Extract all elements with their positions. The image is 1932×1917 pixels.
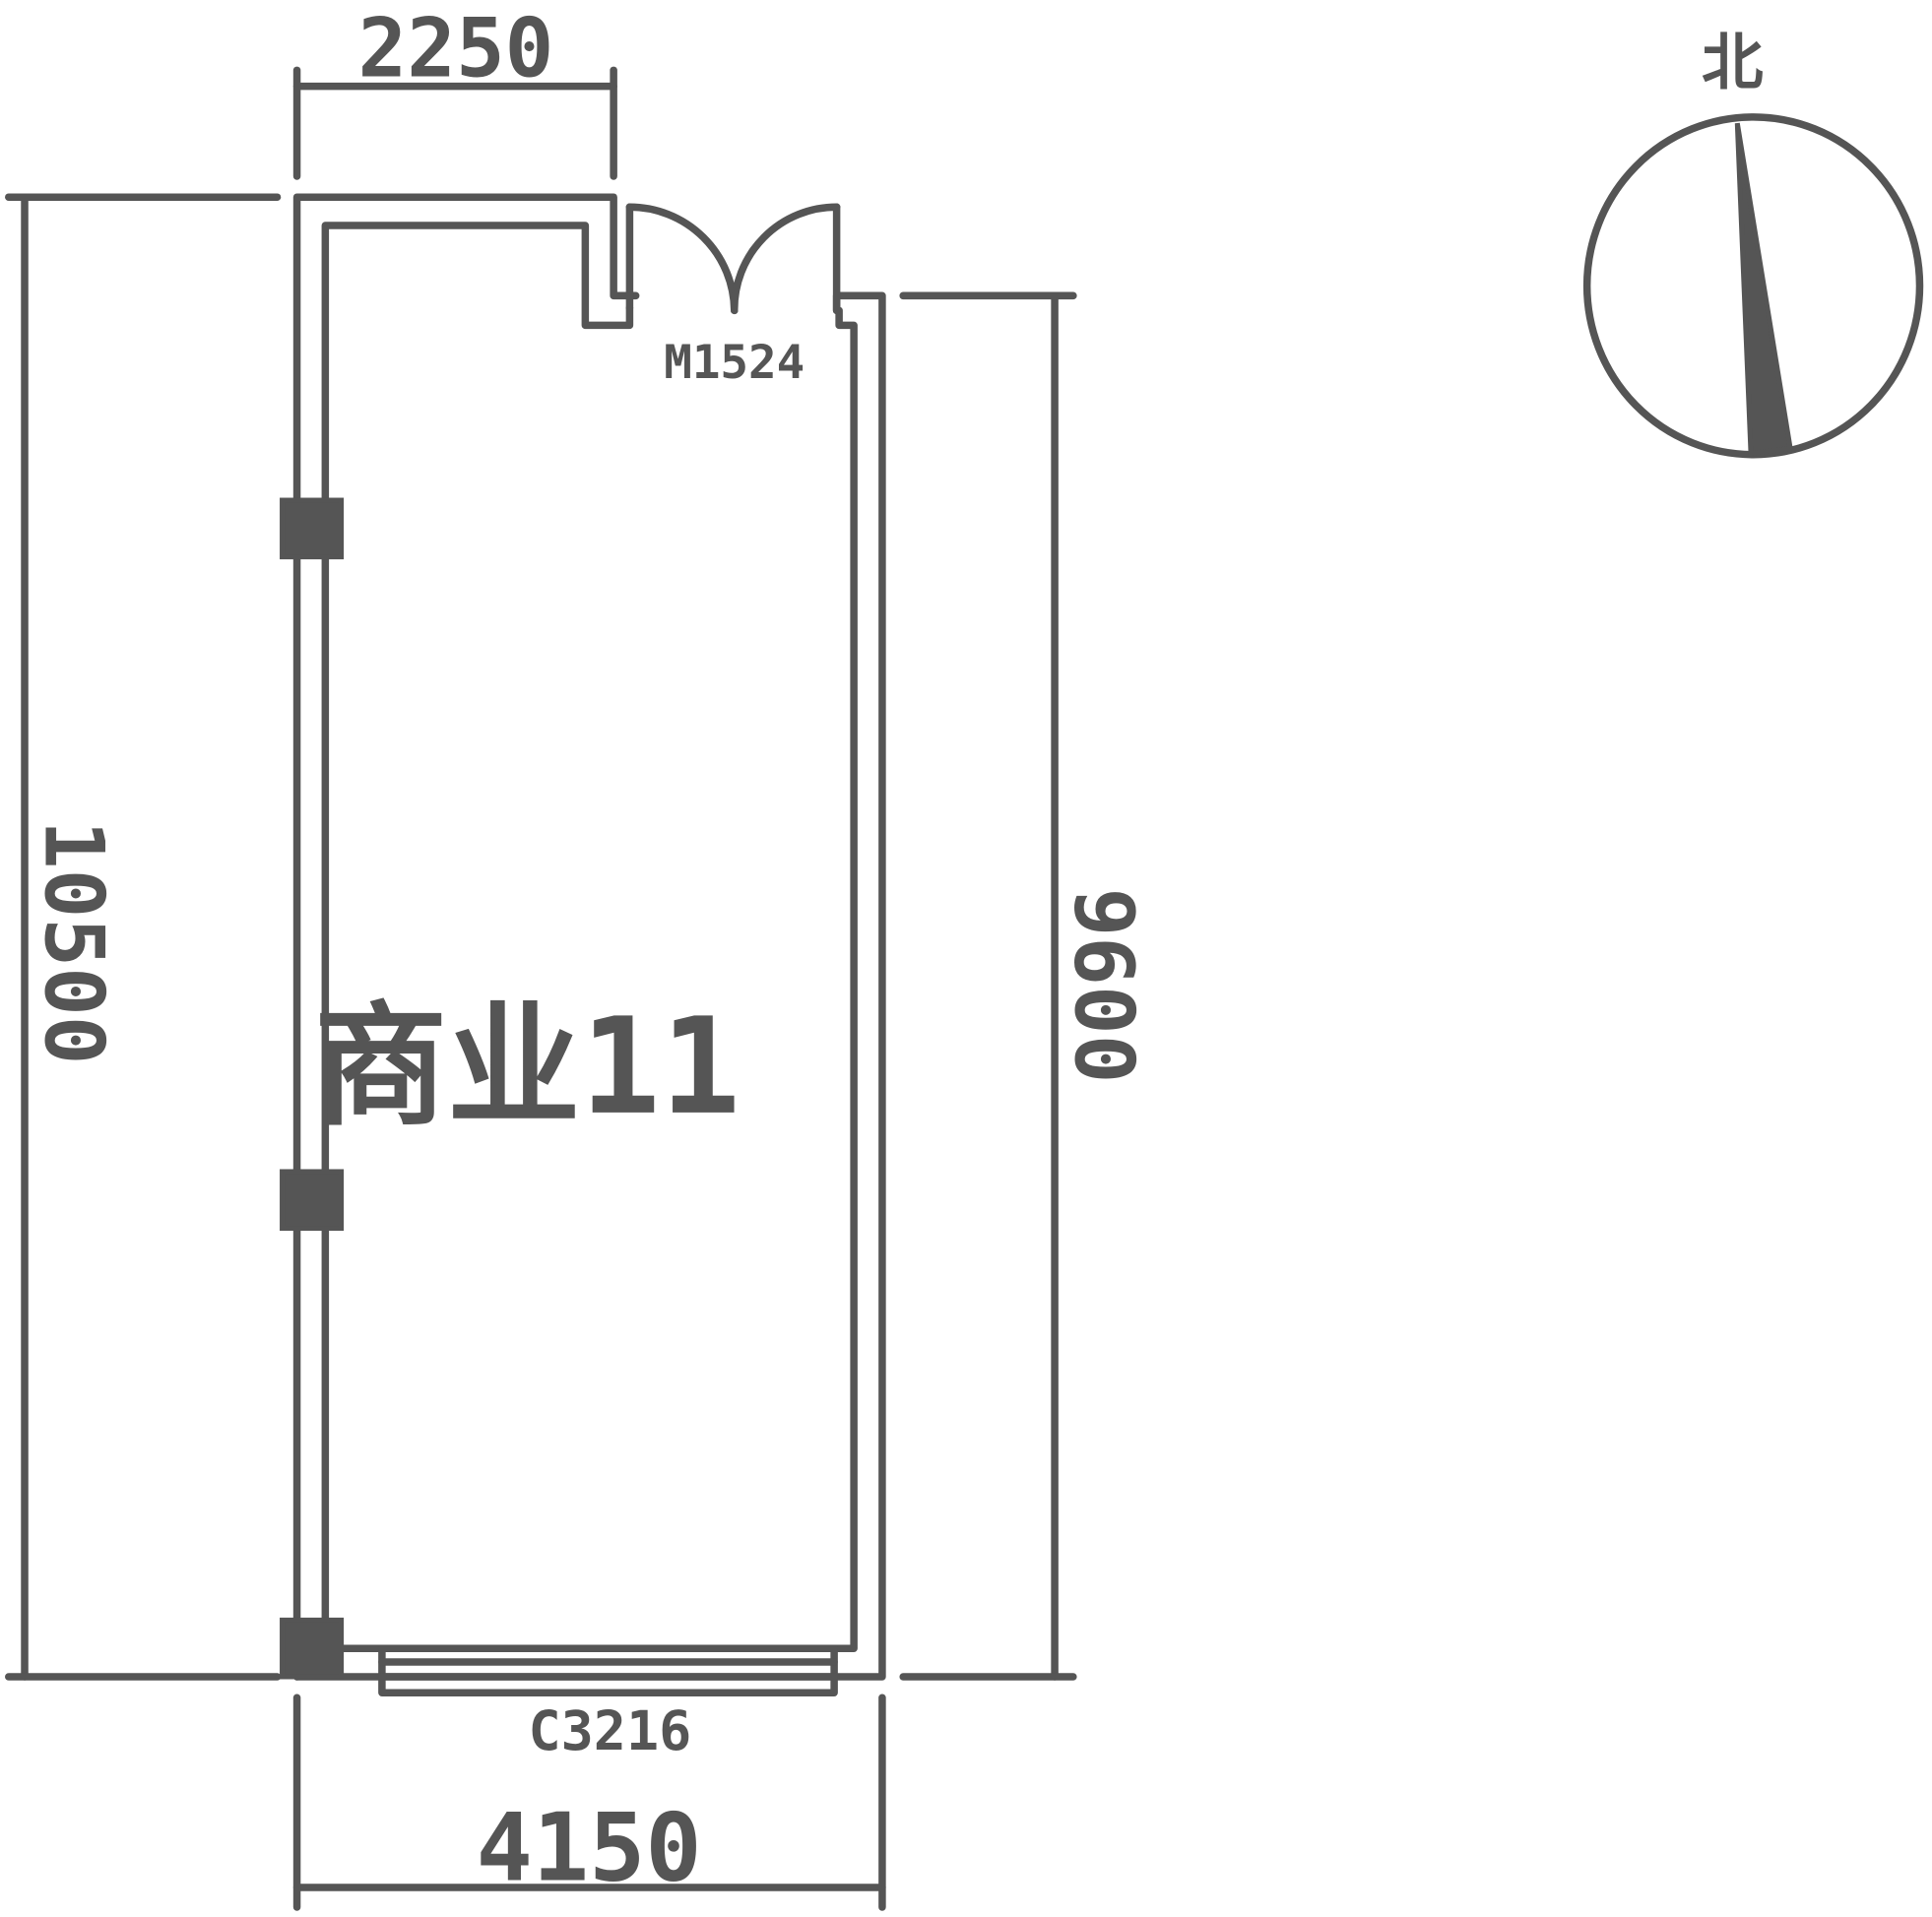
window-c3216: C3216 [378,1644,838,1762]
dimension-right: 9600 [899,291,1150,1681]
north-compass: 北 [1582,27,1924,459]
dimension-top-label: 2250 [358,2,554,96]
window-label: C3216 [529,1699,692,1762]
north-arrow-icon [1734,122,1793,457]
column [280,1617,345,1680]
dimension-bottom: 4150 [292,1693,886,1911]
dimension-top: 2250 [292,2,617,180]
dimension-right-label: 9600 [1056,888,1150,1084]
dimension-bottom-label: 4150 [477,1794,702,1902]
column [280,1169,345,1232]
room-label: 商业11 [314,990,741,1144]
door-label: M1524 [664,336,805,390]
dimension-left-label: 10500 [26,820,120,1065]
north-label: 北 [1702,27,1764,98]
dimension-left: 10500 [5,193,282,1681]
column [280,497,345,560]
walls [292,193,886,1681]
door-m1524: M1524 [625,203,841,390]
